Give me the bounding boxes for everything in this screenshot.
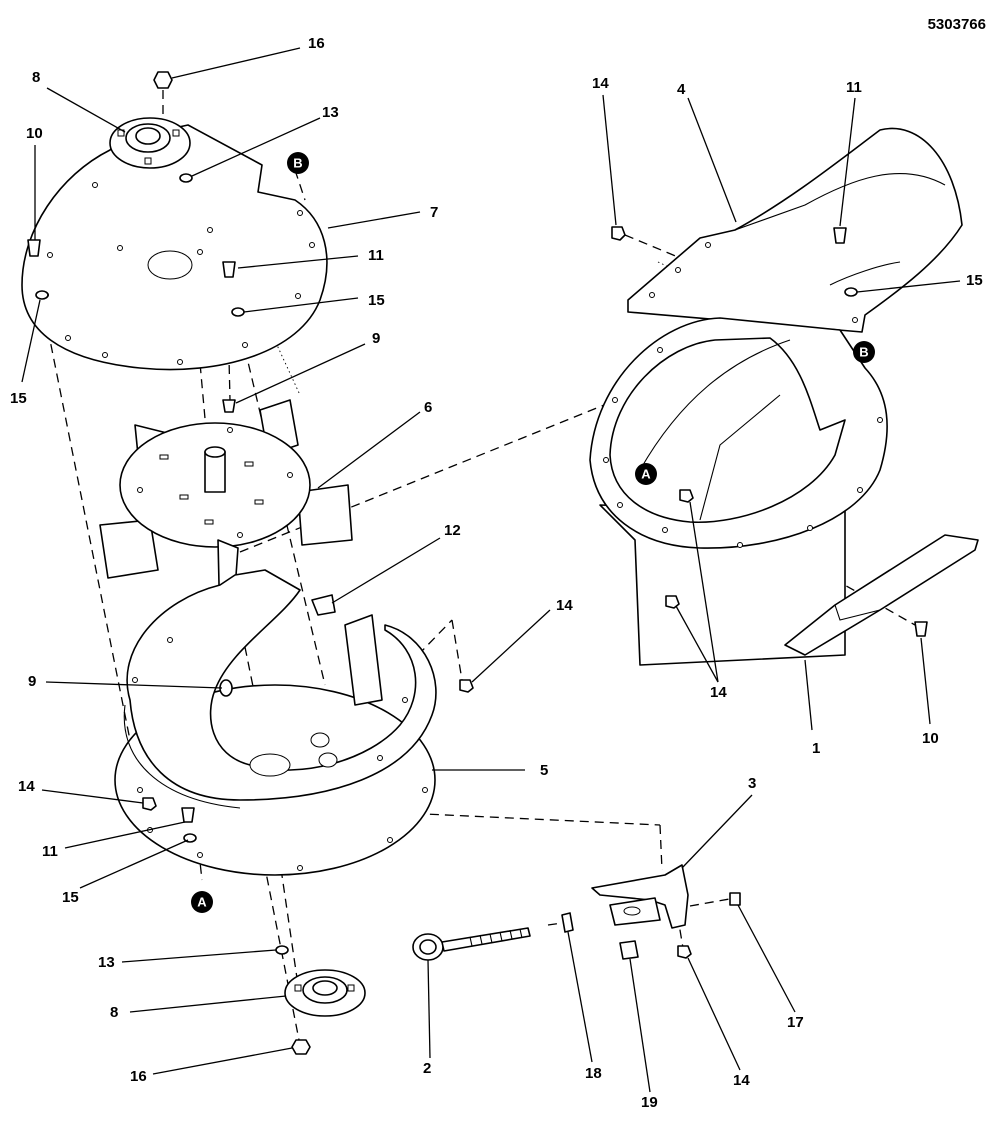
- callout-label: 14: [710, 684, 727, 701]
- callout-label: 9: [372, 330, 380, 347]
- part-8-bearing-top: [109, 117, 191, 169]
- callout-label: 16: [308, 35, 325, 52]
- callout-label: 7: [430, 204, 438, 221]
- callout-label: 8: [32, 69, 40, 86]
- callout-label: 19: [641, 1094, 658, 1111]
- callout-label: 11: [42, 843, 58, 860]
- callout-label: 1: [812, 740, 820, 757]
- leader-lines: [21, 47, 961, 1093]
- callout-label: 14: [733, 1072, 750, 1089]
- part-4-chute-adapter: [627, 127, 963, 333]
- callout-label: 15: [10, 390, 27, 407]
- callout-label: 10: [922, 730, 939, 747]
- part-1-deflector: [784, 534, 979, 656]
- part-5-fan-housing: [114, 569, 437, 876]
- callout-label: 15: [62, 889, 79, 906]
- callout-label: 18: [585, 1065, 602, 1082]
- part-2-eye-bolt: [412, 927, 531, 961]
- callout-label: 17: [787, 1014, 804, 1031]
- svg-text:A: A: [197, 895, 207, 910]
- callout-label: 15: [368, 292, 385, 309]
- discharge-housing: [589, 317, 888, 666]
- part-6-impeller: [99, 399, 353, 631]
- svg-text:B: B: [293, 156, 302, 171]
- callout-label: 15: [966, 272, 983, 289]
- callout-label: 13: [322, 104, 339, 121]
- svg-text:A: A: [641, 467, 651, 482]
- hardware: [27, 71, 928, 1055]
- callout-label: 16: [130, 1068, 147, 1085]
- callout-label: 11: [368, 247, 384, 264]
- callout-label: 8: [110, 1004, 118, 1021]
- callout-label: 2: [423, 1060, 431, 1077]
- callout-label: 14: [556, 597, 573, 614]
- callout-label: 4: [677, 81, 686, 98]
- diagram-number: 5303766: [927, 16, 986, 33]
- callout-label: 5: [540, 762, 548, 779]
- callout-label: 3: [748, 775, 756, 792]
- callout-labels: 16 8 13 10 7 11 15 15 9 6 12 9 14 5 14 1…: [10, 35, 983, 1111]
- part-8-bearing-bottom: [284, 969, 366, 1017]
- callout-label: 9: [28, 673, 36, 690]
- callout-label: 13: [98, 954, 115, 971]
- reference-marker-a-right: A: [635, 463, 657, 485]
- callout-label: 12: [444, 522, 461, 539]
- callout-label: 10: [26, 125, 43, 142]
- reference-marker-a-bottom: A: [191, 891, 213, 913]
- callout-label: 14: [18, 778, 35, 795]
- part-3-bracket: [591, 864, 689, 929]
- callout-label: 11: [846, 79, 862, 96]
- part-7-top-cover: [21, 124, 328, 371]
- reference-marker-b-right: B: [853, 341, 875, 363]
- callout-label: 6: [424, 399, 432, 416]
- callout-label: 14: [592, 75, 609, 92]
- reference-marker-b-left: B: [287, 152, 309, 174]
- svg-text:B: B: [859, 345, 868, 360]
